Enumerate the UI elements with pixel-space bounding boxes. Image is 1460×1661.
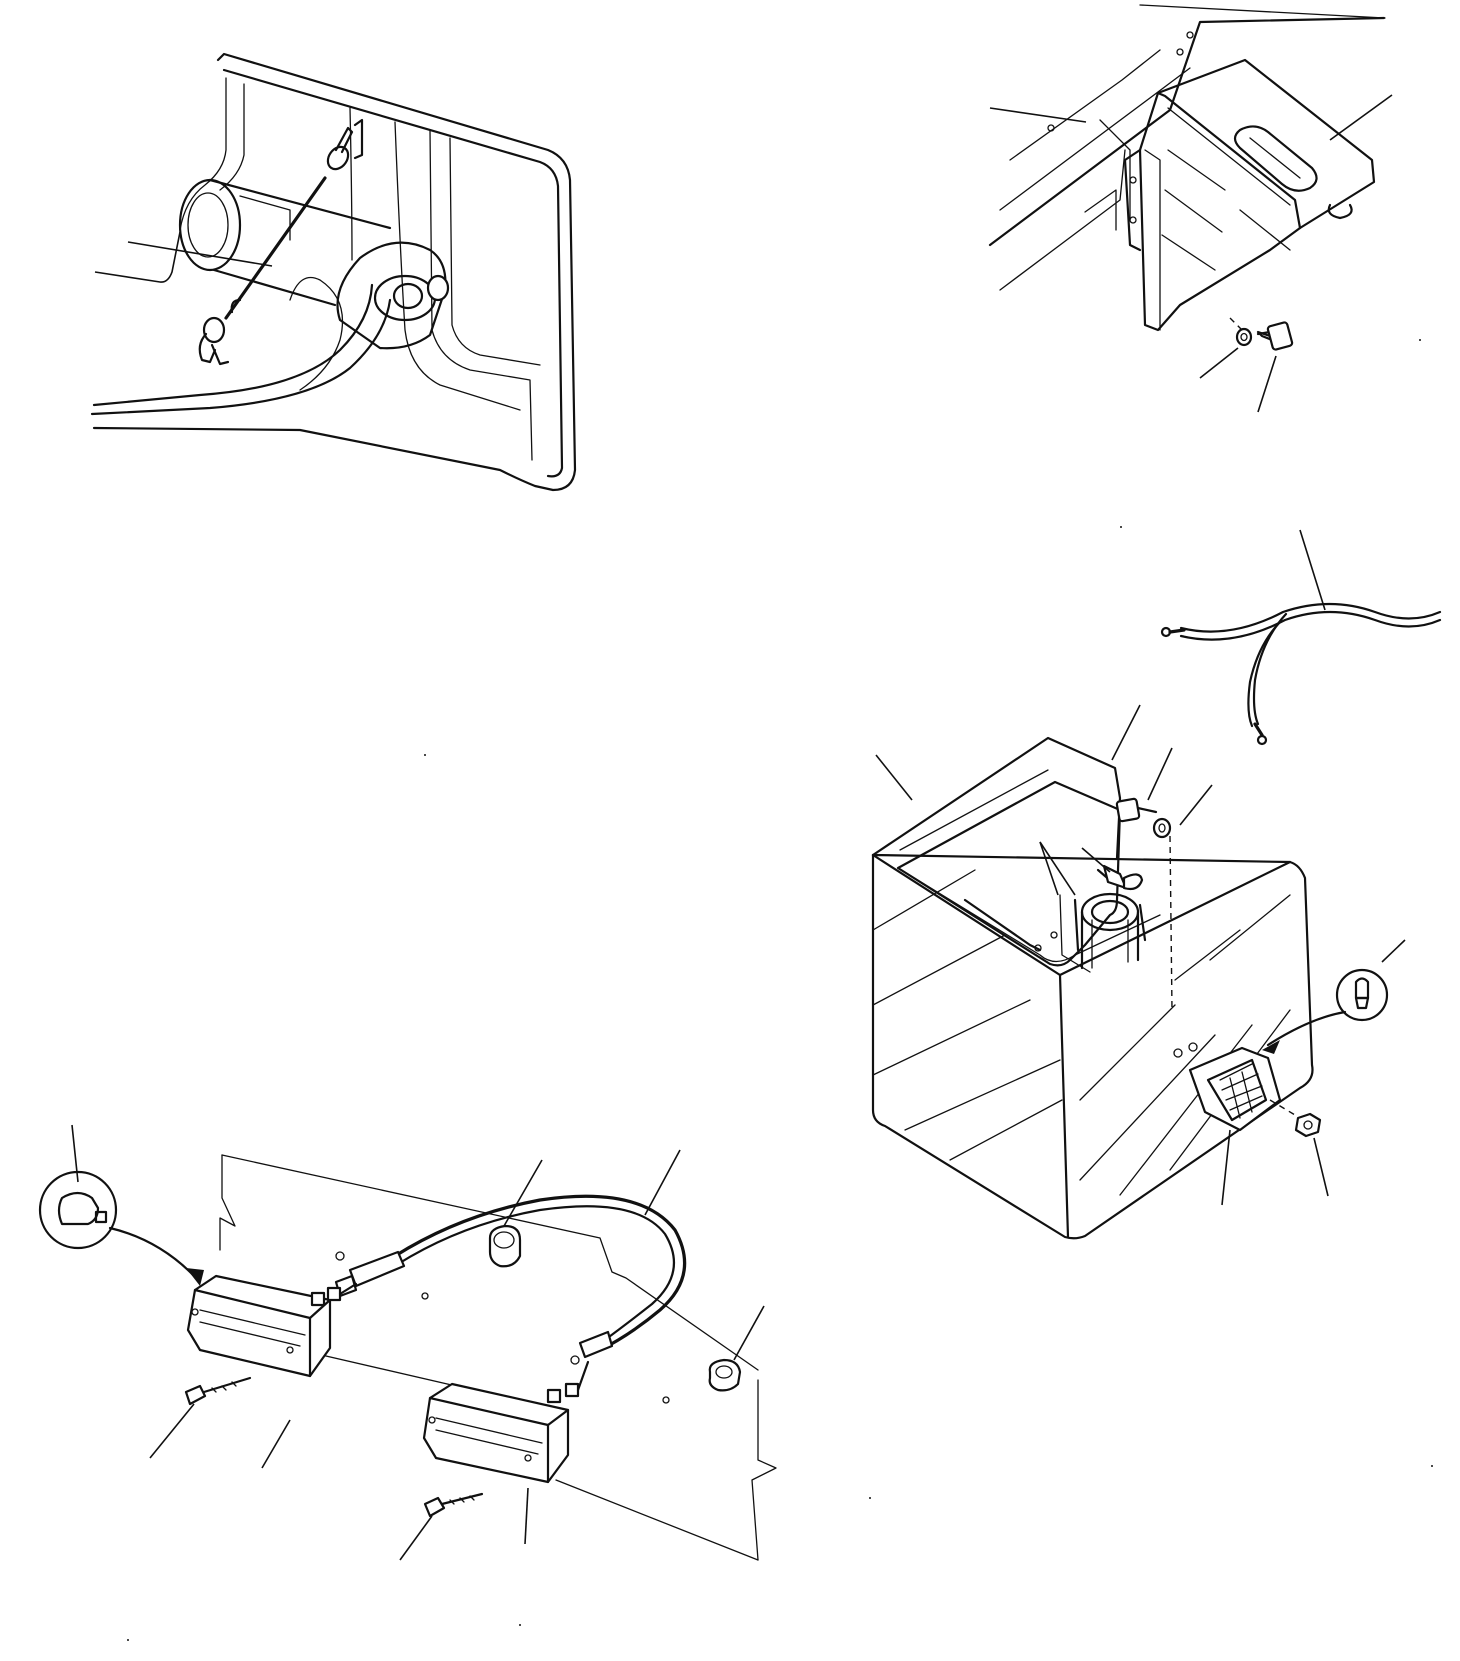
leader-line — [989, 107, 1087, 123]
box-outline — [871, 853, 1314, 1240]
cable-eye-bottom — [202, 316, 226, 344]
screw-icon — [184, 1384, 207, 1406]
spacer-icon — [708, 1358, 742, 1392]
lamp-icon — [422, 1382, 570, 1484]
plate-inner-edge — [222, 68, 564, 478]
bolt-icon — [1115, 797, 1141, 823]
scan-specks — [127, 339, 1433, 1641]
lamp-icon — [1188, 1046, 1282, 1132]
pointer-arrow — [108, 1226, 198, 1280]
bracket-side-flange — [1123, 148, 1142, 252]
lamp-harness — [393, 1194, 687, 1352]
panel-pivot-bracket — [90, 52, 577, 492]
spring-clip — [1327, 203, 1353, 220]
box-front-corner — [1058, 973, 1070, 1239]
wire-terminal — [1160, 626, 1172, 638]
leader-line — [503, 1159, 543, 1227]
harness-main — [1179, 602, 1442, 633]
plate-left-edge — [179, 77, 227, 231]
safety-cable — [224, 176, 327, 320]
washer-icon — [1152, 817, 1172, 839]
bolt-icon — [1266, 321, 1294, 351]
bulb-icon — [57, 1191, 100, 1226]
pin-boss — [373, 274, 437, 322]
pin-head — [426, 274, 450, 302]
bulb-icon — [1354, 977, 1370, 1000]
screw-icon — [423, 1496, 446, 1518]
panel-lamp-pair — [38, 1124, 777, 1561]
panel-wiring-harness — [1160, 529, 1442, 746]
harness-sleeve — [348, 1250, 406, 1288]
bracket-slot — [1233, 125, 1318, 192]
bulb-inset — [1335, 968, 1389, 1022]
leader-line — [71, 1124, 79, 1183]
arm-lower-edge — [92, 283, 374, 407]
pivot-plate — [336, 241, 447, 350]
frame-edge — [988, 16, 1386, 247]
bulb-inset — [38, 1170, 118, 1250]
connector — [546, 1388, 562, 1404]
pointer-arrow — [1266, 1010, 1347, 1047]
lamp-icon — [186, 1274, 332, 1378]
leader-line — [1299, 529, 1326, 611]
connector — [310, 1291, 326, 1307]
leader-line — [875, 754, 913, 801]
leader-line — [94, 231, 181, 283]
wire-terminal — [1256, 734, 1268, 746]
nut-icon — [1294, 1112, 1322, 1138]
cable-hook — [198, 332, 217, 364]
panel-box-housing — [871, 704, 1406, 1240]
box-opening — [896, 780, 1122, 967]
bracket-body — [1138, 58, 1376, 332]
washer-icon — [1235, 327, 1253, 347]
plate-outline — [92, 52, 577, 492]
panel-mounting-bracket — [988, 4, 1393, 413]
socket-ring — [1080, 892, 1140, 932]
